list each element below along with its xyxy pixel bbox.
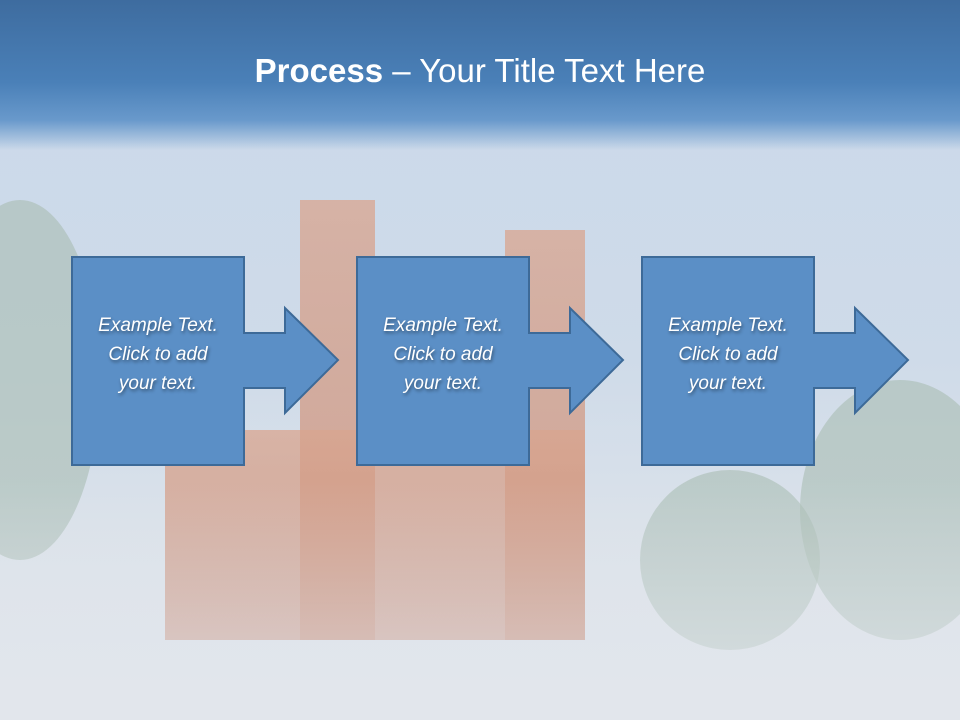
step-line: your text. [118,373,198,394]
slide-title[interactable]: Process – Your Title Text Here [0,52,960,90]
step-line: Example Text. [668,315,788,336]
step-text[interactable]: Example Text. Click to add your text. [642,311,814,398]
step-text[interactable]: Example Text. Click to add your text. [357,311,529,398]
step-line: Example Text. [98,315,218,336]
box-arrow-shape [641,256,910,466]
step-line: Click to add [108,344,208,365]
title-bar [0,0,960,150]
box-arrow-shape [356,256,625,466]
process-step-1[interactable]: Example Text. Click to add your text. [71,256,342,468]
step-text[interactable]: Example Text. Click to add your text. [72,311,244,398]
process-step-2[interactable]: Example Text. Click to add your text. [356,256,627,468]
step-line: Click to add [678,344,778,365]
title-bold: Process [254,52,384,89]
process-step-3[interactable]: Example Text. Click to add your text. [641,256,912,468]
step-line: Example Text. [383,315,503,336]
box-arrow-shape [71,256,340,466]
title-rest: – Your Title Text Here [383,52,706,89]
step-line: your text. [403,373,483,394]
step-line: Click to add [393,344,493,365]
step-line: your text. [688,373,768,394]
